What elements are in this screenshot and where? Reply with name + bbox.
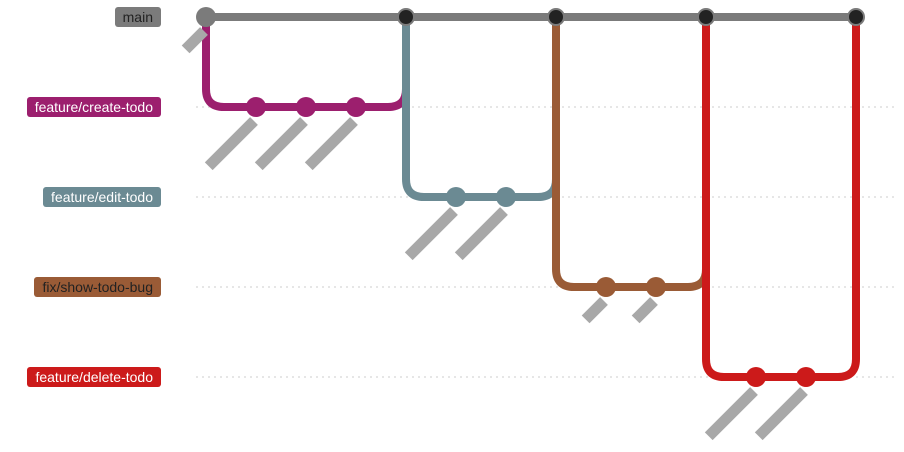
commit-tag	[181, 27, 208, 54]
commit-tags	[181, 27, 808, 441]
branch-line-create	[202, 17, 410, 111]
commit-dot-fix	[596, 277, 616, 297]
commit-tag	[304, 117, 358, 171]
branch-lines	[202, 13, 860, 381]
commit-dot-edit	[496, 187, 516, 207]
commit-dot-fix	[646, 277, 666, 297]
commit-tag	[631, 297, 658, 324]
commit-tag	[454, 207, 508, 261]
branch-label-edit-todo: feature/edit-todo	[43, 187, 161, 207]
merge-commit-dot	[397, 8, 415, 26]
commit-dot-edit	[446, 187, 466, 207]
commit-dot-main	[196, 7, 216, 27]
commit-tag	[581, 297, 608, 324]
commit-dot-delete	[746, 367, 766, 387]
commit-tag	[704, 387, 758, 441]
commit-tag	[254, 117, 308, 171]
commit-tag	[204, 117, 258, 171]
branch-label-create-todo: feature/create-todo	[26, 97, 161, 117]
merge-commit-dot	[697, 8, 715, 26]
commit-dots	[196, 7, 865, 387]
branch-label-delete-todo: feature/delete-todo	[27, 367, 161, 387]
branch-label-main: main	[114, 7, 161, 27]
commit-dot-create	[346, 97, 366, 117]
branch-grid-lines	[196, 106, 894, 378]
branch-line-fix	[552, 17, 710, 291]
commit-tag	[754, 387, 808, 441]
commit-dot-delete	[796, 367, 816, 387]
commit-tag	[404, 207, 458, 261]
merge-commit-dot	[847, 8, 865, 26]
branch-label-show-todo-bug: fix/show-todo-bug	[34, 277, 161, 297]
branch-line-delete	[702, 17, 860, 381]
commit-dot-create	[246, 97, 266, 117]
merge-commit-dot	[547, 8, 565, 26]
commit-dot-create	[296, 97, 316, 117]
